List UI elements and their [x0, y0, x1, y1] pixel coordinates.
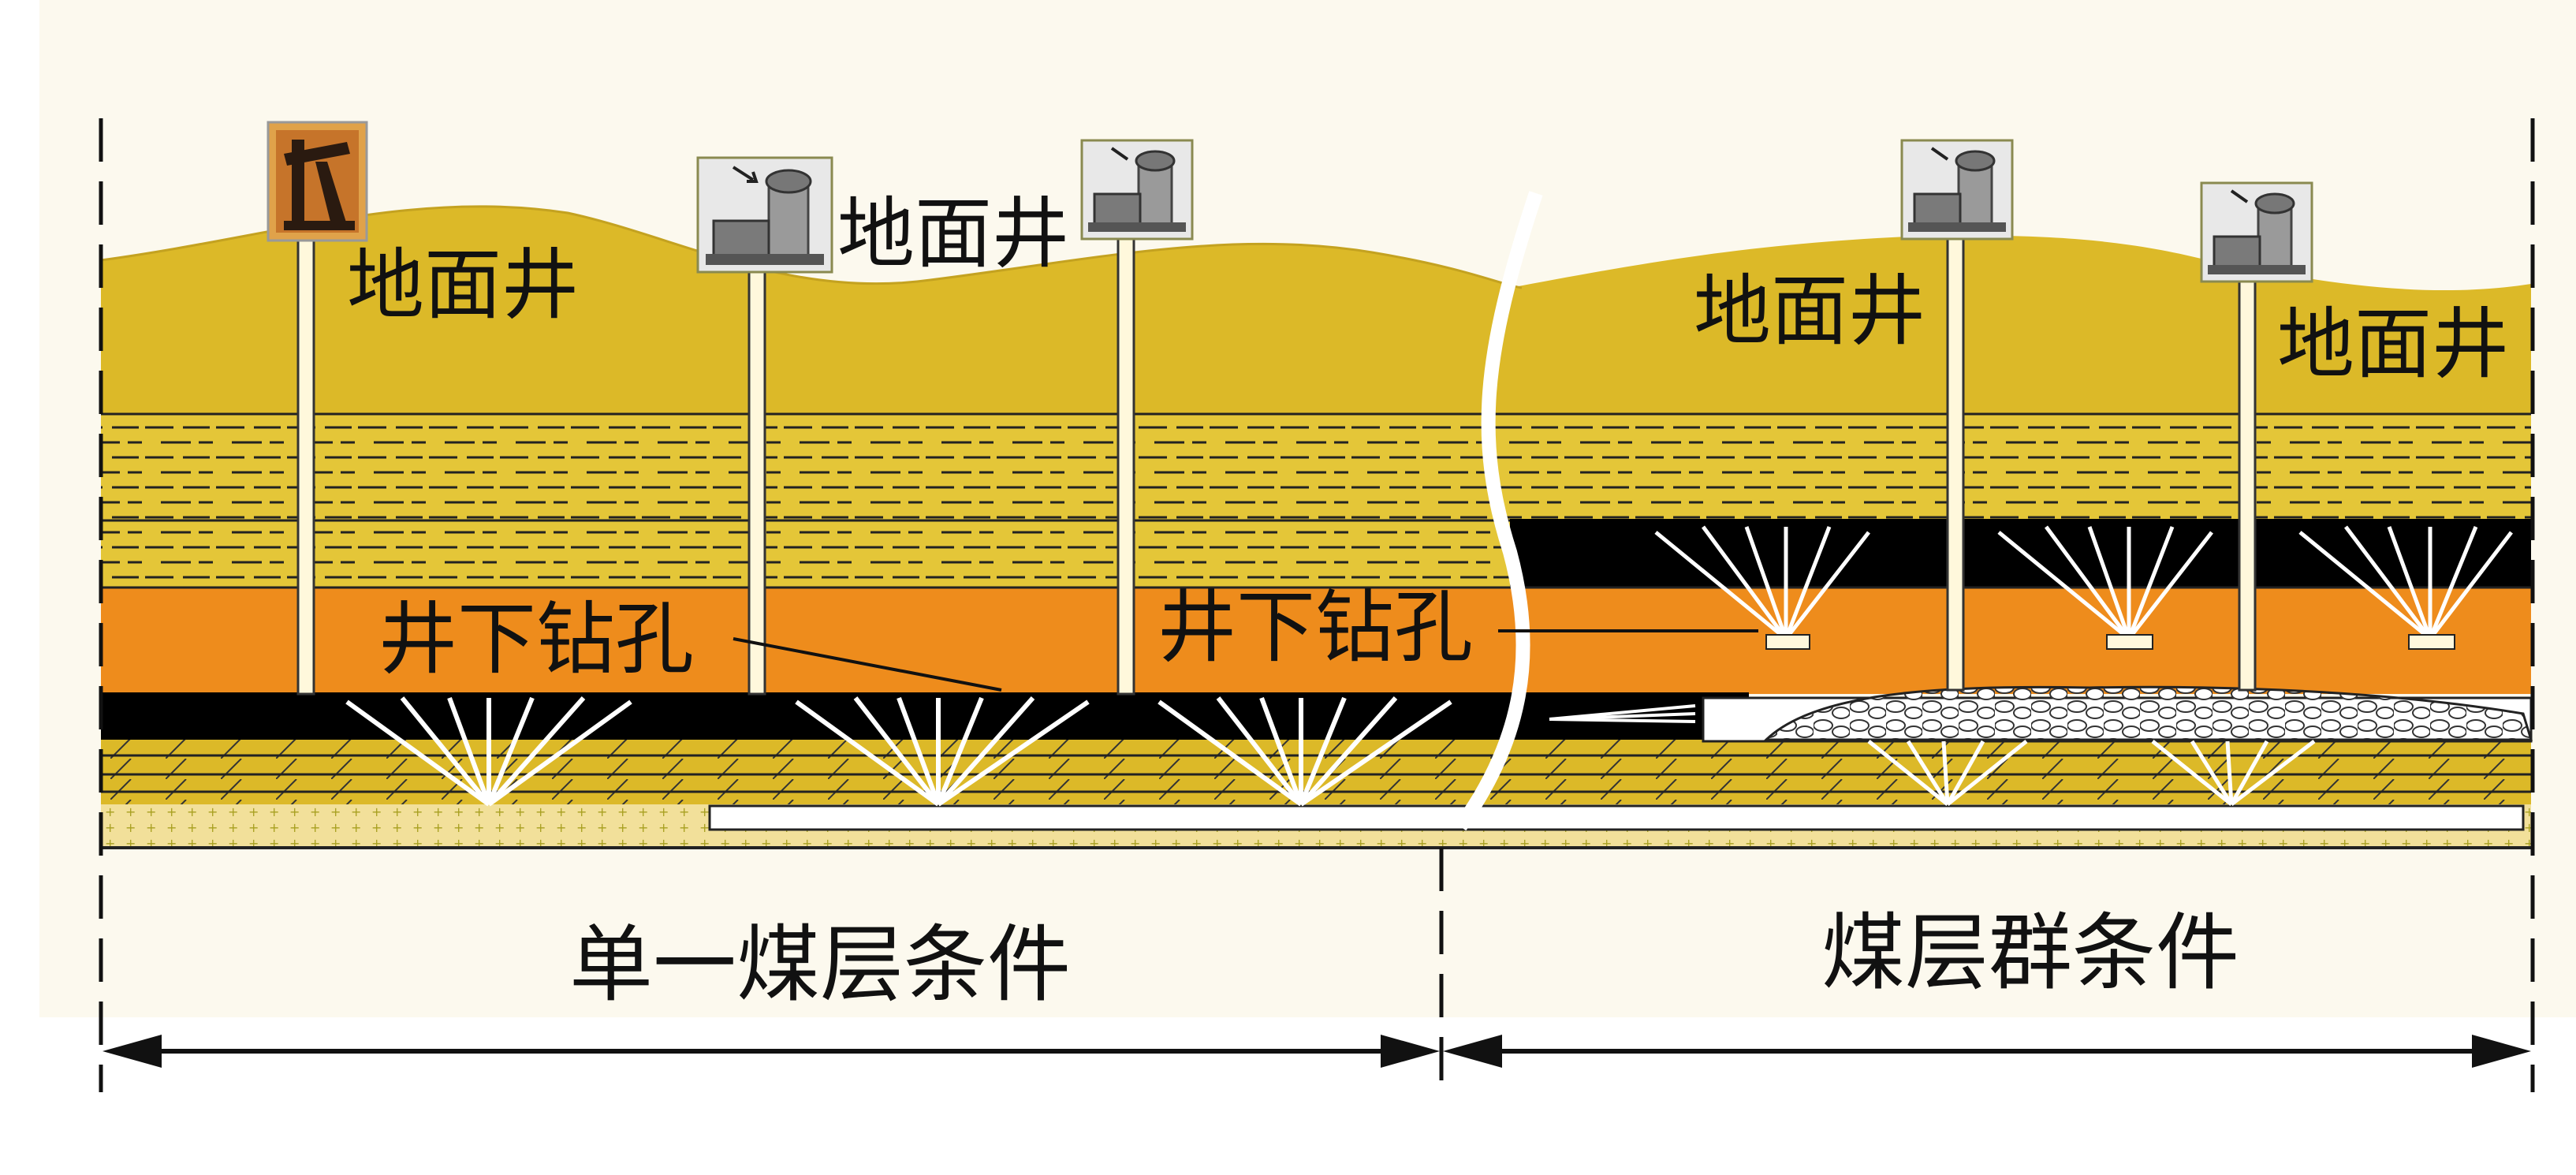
wellhead-pump-icon-1	[696, 156, 833, 274]
single-seam-condition-label: 单一煤层条件	[569, 916, 1071, 1013]
well-casings	[296, 235, 2257, 696]
underground-drilling-label-1: 井下钻孔	[378, 593, 694, 685]
borehole-fan-icon-3	[1158, 696, 1452, 807]
borehole-fan-icon-2	[795, 696, 1090, 807]
overburden-layer	[101, 206, 1522, 418]
section-dividers	[99, 118, 2535, 1092]
goaf-rubble	[1763, 685, 2533, 741]
well-casing-1	[296, 235, 315, 696]
surface-well-label-4: 地面井	[2277, 300, 2509, 390]
main-coal-seam	[101, 692, 1749, 741]
borehole-fan-icon-4	[1867, 740, 2028, 806]
wellhead-pump-icon-4	[2200, 181, 2313, 283]
wellhead-pump-icon-2	[1080, 139, 1194, 241]
wellhead-pump-icon-3	[1900, 139, 2014, 241]
underground-drilling-label-2: 井下钻孔	[1158, 581, 1473, 673]
well-casing-3	[1117, 235, 1135, 696]
seam-group-condition-label: 煤层群条件	[1821, 905, 2239, 1002]
surface-well-label-3: 地面井	[1694, 267, 1925, 356]
ground-surface-line	[100, 205, 1523, 289]
extent-arrow-seam-group	[1443, 1035, 2531, 1068]
section-break-line	[1454, 191, 1543, 831]
well-casing-4	[1946, 235, 1965, 692]
well-casing-5	[2238, 278, 2257, 692]
borehole-fan-icon-5	[2151, 740, 2316, 806]
well-casing-2	[747, 270, 766, 696]
extent-arrow-single-seam	[103, 1035, 1440, 1068]
surface-well-label-1: 地面井	[347, 241, 579, 330]
borehole-fan-icon-7	[1997, 525, 2213, 640]
upper-coal-seam	[1510, 519, 2531, 588]
roadway	[708, 804, 2525, 831]
borehole-fan-icon-8	[2298, 525, 2513, 640]
drill-chamber-1	[1765, 634, 1810, 650]
surface-well-label-2: 地面井	[837, 189, 1069, 279]
strata-boundaries	[101, 412, 2531, 589]
drill-chamber-2	[2106, 634, 2153, 650]
leader-line-1	[733, 637, 1002, 692]
borehole-fan-icon-1	[345, 696, 632, 807]
pumpjack-icon	[267, 121, 368, 242]
borehole-fan-icon-6	[1654, 525, 1870, 640]
drill-chamber-3	[2408, 634, 2455, 650]
horizontal-boreholes	[1549, 704, 1696, 723]
